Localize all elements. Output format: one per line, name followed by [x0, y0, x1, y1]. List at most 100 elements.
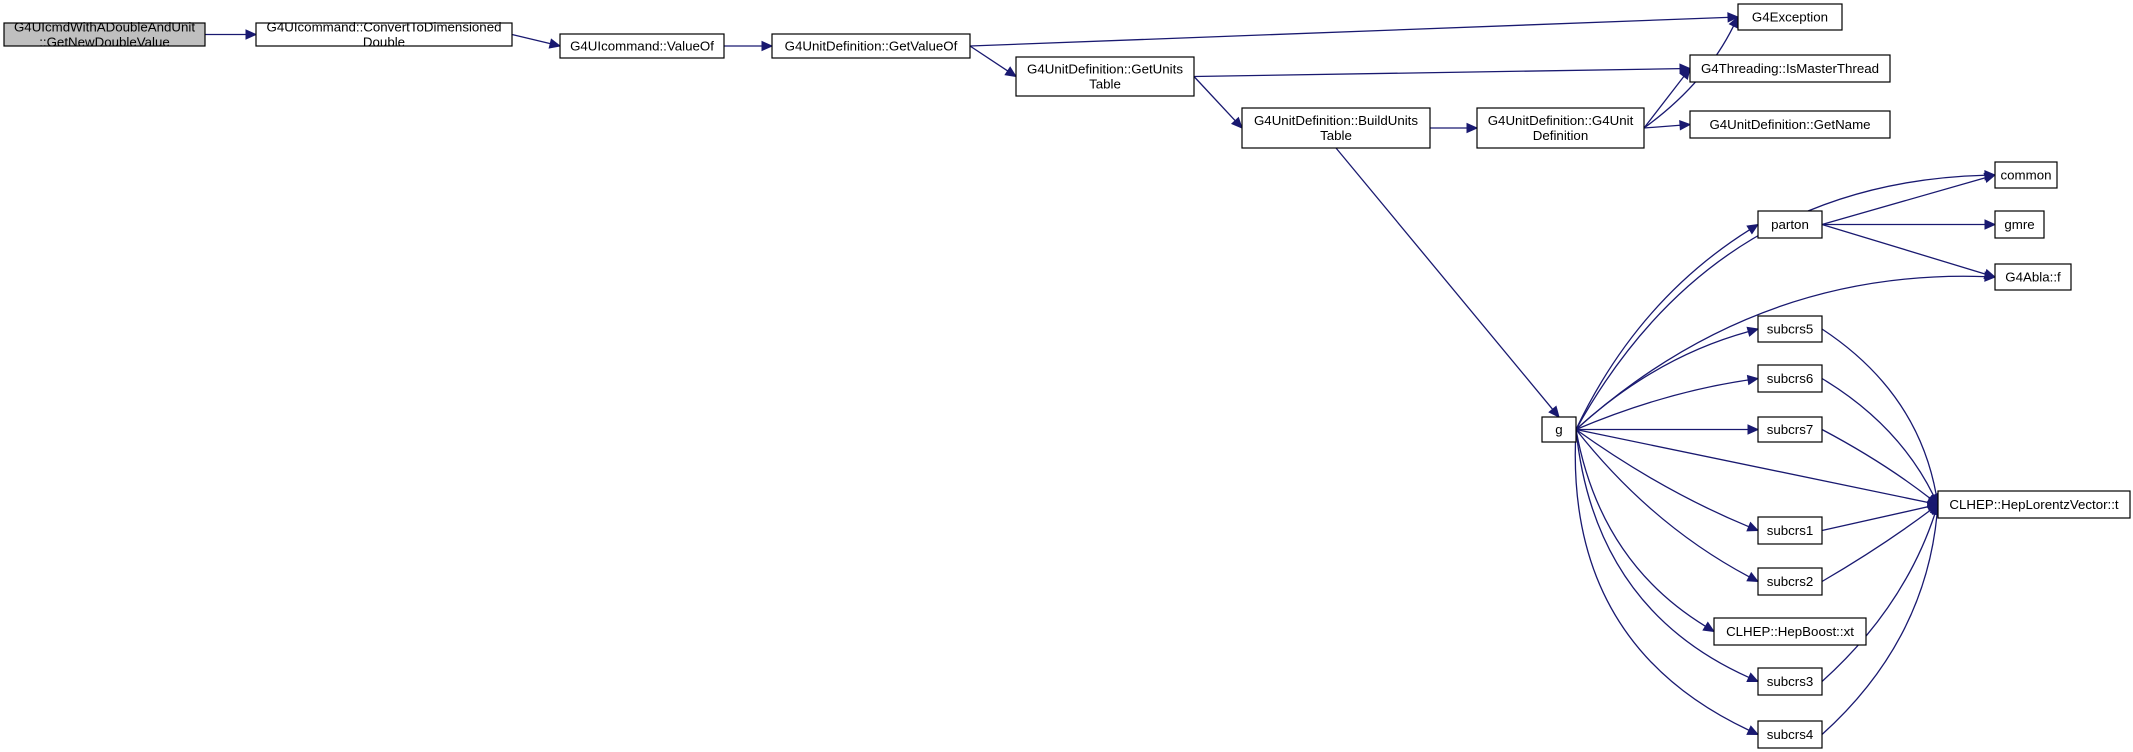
node-label: g	[1555, 422, 1562, 437]
edge-line	[511, 33, 551, 45]
node-box	[1994, 263, 2072, 291]
node-subcrs4[interactable]: subcrs4	[1757, 720, 1823, 749]
node-box	[255, 22, 513, 47]
edge-line	[1821, 513, 1936, 682]
node-label: common	[2001, 168, 2052, 183]
edge-root-to-convert	[205, 29, 258, 40]
node-label: gmre	[2004, 217, 2034, 232]
edge-line	[1575, 229, 1750, 430]
node-box	[1737, 3, 1843, 31]
node-gmre[interactable]: gmre	[1994, 210, 2045, 239]
edge-g-to-subcrs5	[1575, 326, 1760, 430]
edge-line	[1821, 328, 1937, 495]
node-box	[1757, 210, 1823, 239]
edge-subcrs1-to-hlvt	[1821, 501, 1940, 532]
node-getvalueof[interactable]: G4UnitDefinition::GetValueOf	[771, 33, 971, 59]
node-label: G4UIcommand::ValueOf	[570, 39, 714, 54]
edge-g-to-subcrs2	[1575, 429, 1760, 583]
edge-convert-to-valueof	[511, 33, 562, 49]
edge-g4unitdef-to-ismaster	[1643, 67, 1691, 129]
edge-line	[1821, 428, 1931, 499]
node-label: Table	[1320, 128, 1352, 143]
node-valueof[interactable]: G4UIcommand::ValueOf	[559, 33, 725, 59]
edge-g-to-subcrs3	[1575, 429, 1760, 683]
node-label: G4UnitDefinition::GetName	[1709, 117, 1870, 132]
node-box	[1757, 667, 1823, 696]
node-subcrs3[interactable]: subcrs3	[1757, 667, 1823, 696]
edge-arrowhead	[1466, 122, 1479, 134]
node-box	[1937, 490, 2131, 519]
node-g[interactable]: g	[1541, 416, 1577, 443]
node-box	[1757, 720, 1823, 749]
edge-line	[1575, 429, 1750, 679]
edge-line	[1575, 331, 1749, 430]
edge-parton-to-common	[1821, 172, 1997, 226]
node-subcrs2[interactable]: subcrs2	[1757, 567, 1823, 596]
edge-arrowhead	[1548, 405, 1560, 418]
node-label: G4UnitDefinition::GetValueOf	[785, 39, 958, 54]
node-label: Table	[1089, 77, 1121, 92]
node-label: CLHEP::HepLorentzVector::t	[1949, 497, 2119, 512]
nodes-layer: G4UIcmdWithADoubleAndUnit::GetNewDoubleV…	[3, 3, 2131, 749]
node-hepboost[interactable]: CLHEP::HepBoost::xt	[1713, 617, 1867, 646]
node-subcrs5[interactable]: subcrs5	[1757, 315, 1823, 343]
node-g4ablaf[interactable]: G4Abla::f	[1994, 263, 2072, 291]
node-label: Definition	[1533, 128, 1588, 143]
node-box	[1994, 210, 2045, 239]
node-label: subcrs3	[1767, 674, 1814, 689]
edge-g-to-subcrs6	[1575, 374, 1760, 431]
edge-arrowhead	[1747, 424, 1760, 435]
node-box	[1476, 107, 1645, 149]
edge-line	[1575, 428, 1750, 528]
edge-arrowhead	[1984, 219, 1997, 230]
node-box	[1757, 516, 1823, 545]
node-box	[1541, 416, 1577, 443]
edge-subcrs2-to-hlvt	[1821, 503, 1939, 583]
edge-arrowhead	[1746, 672, 1760, 683]
node-getname[interactable]: G4UnitDefinition::GetName	[1689, 110, 1891, 139]
node-common[interactable]: common	[1994, 161, 2058, 189]
edge-subcrs3-to-hlvt	[1821, 503, 1940, 682]
edge-g-to-subcrs1	[1575, 428, 1760, 532]
node-g4exception[interactable]: G4Exception	[1737, 3, 1843, 31]
node-label: subcrs7	[1767, 422, 1814, 437]
edge-valueof-to-getvalueof	[724, 40, 774, 52]
edge-getvalueof-to-getunitstable	[969, 45, 1018, 78]
node-g4unitdef[interactable]: G4UnitDefinition::G4UnitDefinition	[1476, 107, 1645, 149]
edge-line	[1821, 223, 1986, 275]
node-box	[559, 33, 725, 59]
edge-line	[1335, 147, 1554, 410]
edge-g-to-subcrs7	[1576, 424, 1760, 435]
node-ismaster[interactable]: G4Threading::IsMasterThread	[1689, 54, 1891, 83]
edge-line	[969, 16, 1729, 47]
edge-arrowhead	[1230, 116, 1243, 129]
node-box	[1994, 161, 2058, 189]
edge-line	[1821, 377, 1935, 496]
node-label: G4UIcommand::ConvertToDimensioned	[266, 20, 501, 35]
node-label: G4UnitDefinition::G4Unit	[1488, 113, 1634, 128]
edge-g-to-parton	[1575, 223, 1760, 430]
edge-line	[1821, 506, 1929, 532]
node-subcrs7[interactable]: subcrs7	[1757, 416, 1823, 443]
edge-line	[1574, 429, 1750, 731]
node-subcrs6[interactable]: subcrs6	[1757, 364, 1823, 393]
node-label: G4Threading::IsMasterThread	[1701, 61, 1879, 76]
node-box	[3, 22, 206, 47]
edge-line	[1193, 68, 1681, 78]
edge-line	[1575, 429, 1750, 578]
node-box	[1713, 617, 1867, 646]
node-label: subcrs5	[1767, 322, 1814, 337]
node-box	[1689, 54, 1891, 83]
node-label: subcrs4	[1767, 727, 1814, 742]
edge-arrowhead	[1746, 223, 1760, 235]
node-label: CLHEP::HepBoost::xt	[1726, 624, 1854, 639]
node-box	[771, 33, 971, 59]
node-parton[interactable]: parton	[1757, 210, 1823, 239]
node-hlvt[interactable]: CLHEP::HepLorentzVector::t	[1937, 490, 2131, 519]
node-subcrs1[interactable]: subcrs1	[1757, 516, 1823, 545]
node-box	[1015, 56, 1195, 97]
